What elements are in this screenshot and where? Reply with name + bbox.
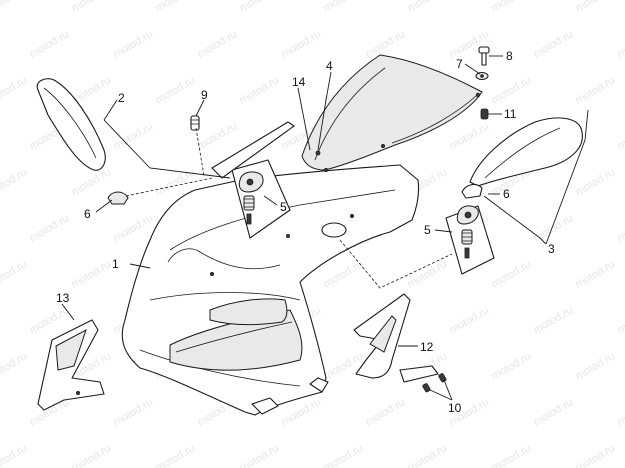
watermark-text: motod.ru bbox=[574, 442, 618, 468]
windscreen bbox=[301, 54, 483, 172]
watermark-text: motod.ru bbox=[532, 396, 576, 428]
callout-6-right: 6 bbox=[503, 187, 510, 201]
watermark-text: motod.ru bbox=[406, 0, 450, 15]
watermark-text: motod.ru bbox=[70, 442, 114, 468]
screws-10 bbox=[422, 373, 447, 393]
watermark-text: motod.ru bbox=[112, 120, 156, 152]
callout-1: 1 bbox=[112, 257, 119, 271]
watermark-text: motod.ru bbox=[574, 74, 618, 106]
watermark-text: motod.ru bbox=[574, 258, 618, 290]
watermark-text: motod.ru bbox=[490, 74, 534, 106]
watermark-text: motod.ru bbox=[406, 258, 450, 290]
watermark-text: motod.ru bbox=[238, 0, 282, 15]
watermark-text: motod.ru bbox=[322, 0, 366, 15]
watermark-text: motod.ru bbox=[616, 28, 625, 60]
watermark-text: motod.ru bbox=[532, 212, 576, 244]
callout-13: 13 bbox=[56, 291, 70, 305]
watermark-text: motod.ru bbox=[70, 0, 114, 15]
left-mirror-bracket bbox=[231, 159, 291, 239]
right-side-panel bbox=[353, 293, 439, 383]
callout-12: 12 bbox=[420, 340, 434, 354]
watermark-text: motod.ru bbox=[448, 120, 492, 152]
watermark-text: motod.ru bbox=[112, 28, 156, 60]
callout-14: 14 bbox=[292, 75, 306, 89]
watermark-text: motod.ru bbox=[322, 258, 366, 290]
watermark-text: motod.ru bbox=[574, 350, 618, 382]
watermark-text: motod.ru bbox=[0, 74, 29, 106]
watermark-text: motod.ru bbox=[70, 166, 114, 198]
watermark-text: motod.ru bbox=[154, 74, 198, 106]
assembly-dashed-lines bbox=[125, 127, 453, 289]
callout-9: 9 bbox=[201, 88, 208, 102]
watermark-text: motod.ru bbox=[112, 396, 156, 428]
callout-8: 8 bbox=[506, 49, 513, 63]
watermark-text: motod.ru bbox=[490, 442, 534, 468]
watermark-text: motod.ru bbox=[28, 304, 72, 336]
callouts: 1 2 3 4 5 5 6 6 7 8 9 10 11 12 13 14 bbox=[56, 49, 555, 415]
callout-2: 2 bbox=[118, 91, 125, 105]
callout-11: 11 bbox=[504, 107, 517, 121]
watermark-text: motod.ru bbox=[154, 0, 198, 15]
watermark-text: motod.ru bbox=[0, 350, 29, 382]
watermark-text: motod.ru bbox=[616, 120, 625, 152]
watermark-text: motod.ru bbox=[616, 212, 625, 244]
watermark-text: motod.ru bbox=[616, 304, 625, 336]
watermark-text: motod.ru bbox=[0, 0, 29, 15]
watermark-text: motod.ru bbox=[322, 442, 366, 468]
screw-8 bbox=[478, 46, 490, 66]
watermark-text: motod.ru bbox=[364, 396, 408, 428]
watermark-text: motod.ru bbox=[112, 212, 156, 244]
watermark-text: motod.ru bbox=[490, 0, 534, 15]
watermark-text: motod.ru bbox=[532, 28, 576, 60]
left-mirror bbox=[36, 78, 129, 205]
watermark-text: motod.ru bbox=[448, 304, 492, 336]
watermark-text: motod.ru bbox=[490, 350, 534, 382]
watermark-text: motod.ru bbox=[280, 28, 324, 60]
callout-6-left: 6 bbox=[84, 207, 91, 221]
leader-lines bbox=[61, 55, 589, 401]
watermark-text: motod.ru bbox=[196, 120, 240, 152]
fairing-trim-strip bbox=[211, 121, 295, 179]
watermark-text: motod.ru bbox=[574, 0, 618, 15]
watermark-text: motod.ru bbox=[28, 212, 72, 244]
watermark-text: motod.ru bbox=[490, 258, 534, 290]
watermark-text: motod.ru bbox=[28, 28, 72, 60]
watermark-text: motod.ru bbox=[532, 304, 576, 336]
left-side-panel bbox=[37, 319, 105, 411]
watermark-text: motod.ru bbox=[154, 442, 198, 468]
watermark-text: motod.ru bbox=[196, 28, 240, 60]
callout-3: 3 bbox=[548, 242, 555, 256]
watermark-text: motod.ru bbox=[616, 396, 625, 428]
watermark-text: motod.ru bbox=[406, 442, 450, 468]
callout-7: 7 bbox=[456, 57, 463, 71]
watermark-text: motod.ru bbox=[238, 442, 282, 468]
screw-11 bbox=[480, 108, 489, 120]
front-fairing bbox=[121, 164, 420, 416]
screw-9 bbox=[190, 115, 200, 131]
callout-10: 10 bbox=[448, 401, 462, 415]
watermark-text: motod.ru bbox=[322, 350, 366, 382]
watermark-text: motod.ru bbox=[238, 74, 282, 106]
watermark-text: motod.ru bbox=[0, 442, 29, 468]
watermark-text: motod.ru bbox=[0, 258, 29, 290]
watermark-text: motod.ru bbox=[574, 166, 618, 198]
washer-7 bbox=[475, 72, 489, 80]
right-mirror-bracket bbox=[445, 205, 495, 275]
callout-4: 4 bbox=[326, 59, 333, 73]
callout-5-left: 5 bbox=[280, 200, 287, 214]
watermark-text: motod.ru bbox=[0, 166, 29, 198]
watermark-text: motod.ru bbox=[70, 258, 114, 290]
right-mirror bbox=[461, 117, 583, 199]
callout-5-right: 5 bbox=[424, 223, 431, 237]
